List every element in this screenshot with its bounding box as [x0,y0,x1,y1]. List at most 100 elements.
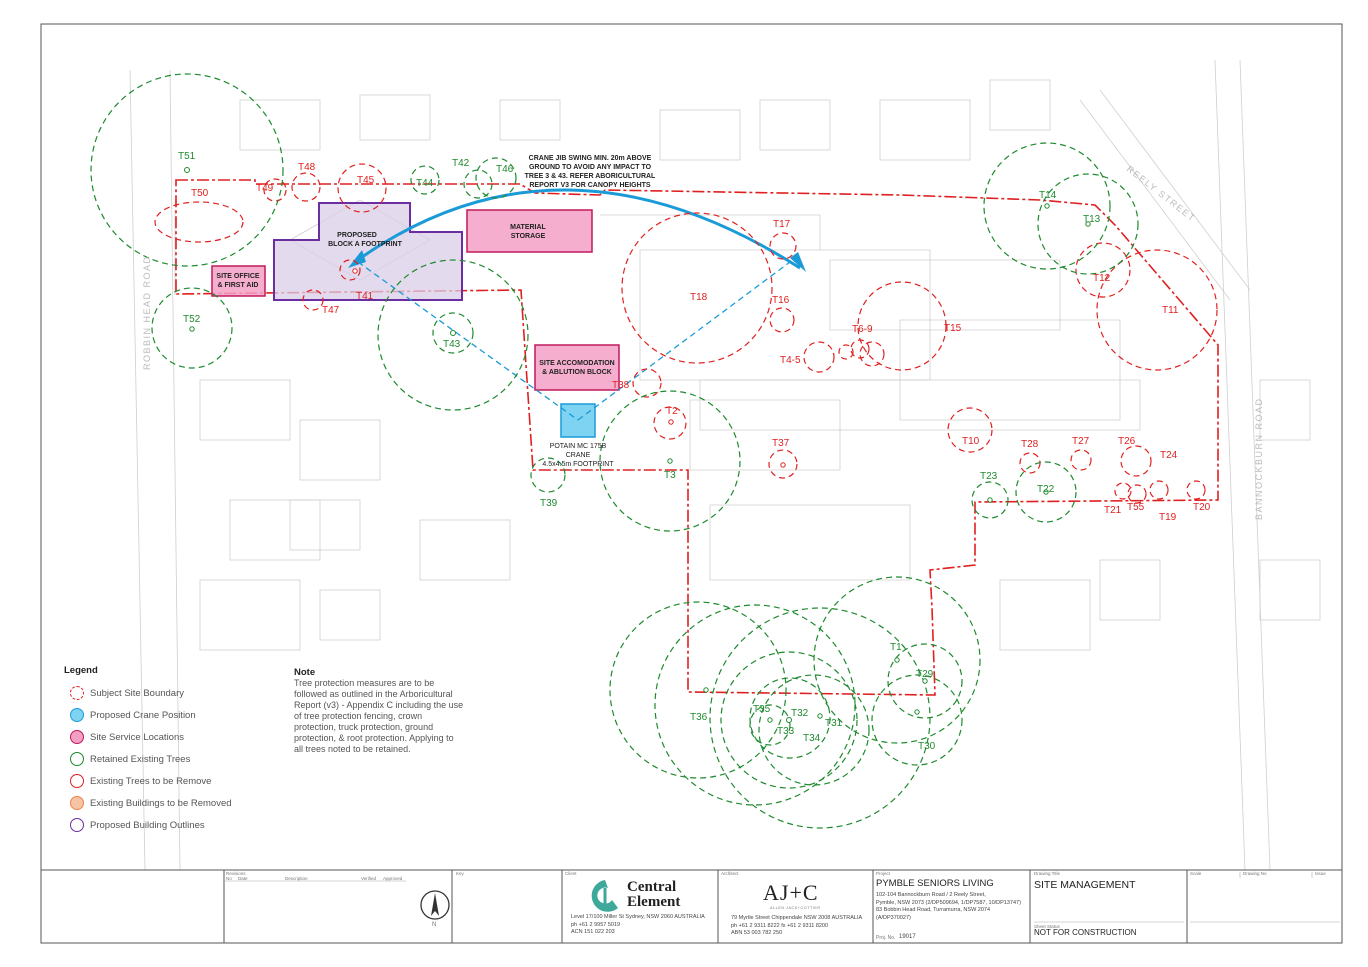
crane-note-line-3: TREE 3 & 43. REFER ABORICULTURAL [525,173,656,180]
legend-label: Existing Buildings to be Removed [90,797,232,809]
site-office-label-1: SITE OFFICE [216,273,260,280]
retained-tree-labels: T51 T52 T44 T42 T46 T43 T3 T39 T14 T13 T… [178,151,1101,752]
tree-label-t13: T13 [1083,214,1101,225]
site-boundary [175,179,1219,696]
crane-note-line-1: CRANE JIB SWING MIN. 20m ABOVE [529,155,652,162]
street-robbin-head-road: ROBBIN HEAD ROAD [142,255,152,370]
tree-label-t16: T16 [772,295,790,306]
legend-label: Proposed Building Outlines [90,819,205,831]
crane-note-line-2: GROUND TO AVOID ANY IMPACT TO [529,164,652,171]
street-bannockburn-road: BANNOCKBURN ROAD [1254,397,1264,520]
legend-item-buildings-removed: Existing Buildings to be Removed [64,792,284,814]
crane-swatch-icon [70,708,84,722]
tree-label-t41: T41 [356,291,374,302]
crane-footprint [560,403,596,438]
tree-label-t39: T39 [540,498,558,509]
project-address: 102-104 Bannockburn Road / 2 Reely Stree… [876,892,1021,922]
architect-sub: ALLEN JACK+COTTIER [770,906,821,910]
retained-trees-layer [90,73,1139,829]
material-storage [466,209,593,253]
tree-label-t26: T26 [1118,436,1136,447]
tree-label-t52: T52 [183,314,201,325]
crane-arrow-head-left [348,250,366,268]
tree-label-t46: T46 [496,164,514,175]
tree-label-t11: T11 [1162,305,1179,316]
client-label: Client [565,871,577,876]
legend-item-removed: Existing Trees to be Remove [64,770,284,792]
crane-note-line-4: REPORT V3 FOR CANOPY HEIGHTS [529,182,651,189]
background-context [129,59,1321,871]
tree-label-t27: T27 [1072,436,1090,447]
client-name-line-2: Element [627,894,681,910]
crane-note: CRANE JIB SWING MIN. 20m ABOVE GROUND TO… [525,155,656,189]
block-a-label-2: BLOCK A FOOTPRINT [328,241,402,248]
architect-phone: ph +61 2 9311 8222 fx +61 2 9311 8200 [731,922,829,929]
tree-label-t20: T20 [1193,502,1211,513]
tree-label-t37: T37 [772,438,790,449]
tree-label-t14: T14 [1039,190,1057,201]
crane-label-2: CRANE [566,452,591,459]
tree-label-t50: T50 [191,188,209,199]
rev-description-label: Description [285,876,308,881]
project-address-line-2: Pymble, NSW 2073 (2/DP509694, 1/DP7587, … [876,899,1021,906]
tree-label-t38: T38 [612,380,630,391]
tree-label-t35: T35 [753,704,771,715]
note-text: Tree protection measures are to be follo… [294,678,464,754]
north-arrow-icon [431,893,439,916]
legend-label: Retained Existing Trees [90,753,191,765]
crane-label-3: 4.5x4.5m FOOTPRINT [542,461,614,468]
removed-tree-swatch-icon [70,774,84,788]
legend-label: Existing Trees to be Remove [90,775,212,787]
project-label: Project [876,871,891,876]
retained-tree-swatch-icon [70,752,84,766]
client-acn: ACN 151 022 203 [571,929,615,935]
service-swatch-icon [70,730,84,744]
tree-label-t19: T19 [1159,512,1177,523]
note: Note Tree protection measures are to be … [294,667,464,755]
tree-label-t18: T18 [690,292,708,303]
tree-label-t32: T32 [791,708,809,719]
site-office [211,265,266,297]
tree-label-t4-5: T4-5 [780,355,801,366]
project-name: PYMBLE SENIORS LIVING [876,878,994,889]
sheet-status-label: Sheet Status [1034,924,1060,929]
legend-item-boundary: Subject Site Boundary [64,682,284,704]
crane-swing-arrow [354,188,801,270]
tree-label-t24: T24 [1160,450,1178,461]
project-address-line-1: 102-104 Bannockburn Road / 2 Reely Stree… [876,892,986,898]
tree-label-t29: T29 [916,669,934,680]
building-removed-swatch-icon [70,796,84,810]
client-address: Level 17/100 Miller St Sydney, NSW 2060 … [571,914,705,937]
material-label-2: STORAGE [511,233,546,240]
tree-label-t51: T51 [178,151,196,162]
architect-label: Architect [721,871,739,876]
client-name-line-1: Central [627,879,677,895]
rev-no-label: No [226,876,232,881]
tree-label-t33: T33 [777,726,795,737]
crane-arrow-head-right [790,252,806,272]
tree-label-t49: T49 [256,183,274,194]
legend-title: Legend [64,665,98,676]
tree-label-t42: T42 [452,158,470,169]
title-block-fine-lines [224,872,1340,923]
legend-item-retained: Retained Existing Trees [64,748,284,770]
tree-label-t30: T30 [918,741,936,752]
drawing-no-label: Drawing No [1243,871,1267,876]
tree-label-t1: T1 [890,642,902,653]
legend-label: Proposed Crane Position [90,709,196,721]
tree-label-t22: T22 [1037,484,1055,495]
title-block-frame [41,869,1342,943]
central-element-logo-icon [591,880,618,912]
rev-date-label: Date [238,876,248,881]
architect-address-line: 79 Myrtle Street Chippendale NSW 2008 AU… [731,915,863,921]
client-name: Central Element [627,880,680,910]
issue-label: Issue [1315,871,1326,876]
legend-label: Site Service Locations [90,731,184,743]
crane-labels: POTAIN MC 175B CRANE 4.5x4.5m FOOTPRINT [542,443,614,468]
boundary-swatch-icon [70,686,84,700]
sheet-status: NOT FOR CONSTRUCTION [1034,928,1137,937]
tree-label-t6-9: T6-9 [852,324,873,335]
accommodation-label-2: & ABLUTION BLOCK [542,369,612,376]
north-label: N [432,922,437,928]
